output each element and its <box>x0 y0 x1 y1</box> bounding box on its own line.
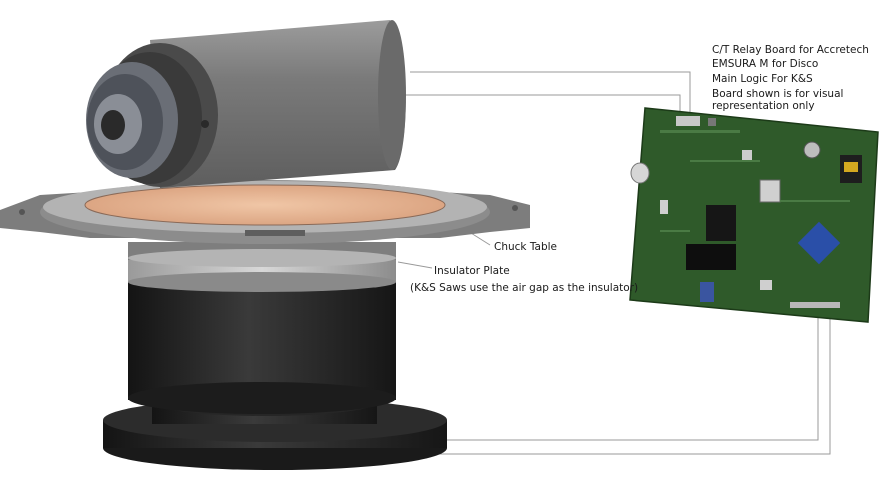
leader-lines <box>397 71 831 455</box>
spindle-motor <box>86 20 406 188</box>
insulator-note: (K&S Saws use the air gap as the insulat… <box>410 282 639 294</box>
main-logic-label: Main Logic For K&S <box>712 73 813 85</box>
insulator-plate <box>128 242 396 292</box>
insulator-plate-label: Insulator Plate <box>434 265 510 277</box>
emsuram-label: EMSURA M for Disco <box>712 58 819 70</box>
relay-board <box>629 107 879 323</box>
chuck-table <box>0 180 530 244</box>
chuck-base <box>103 280 447 470</box>
relay-board-label: C/T Relay Board for Accretech <box>712 44 869 56</box>
board-note: Board shown is for visual representation… <box>712 88 844 112</box>
chuck-table-label: Chuck Table <box>494 241 557 253</box>
